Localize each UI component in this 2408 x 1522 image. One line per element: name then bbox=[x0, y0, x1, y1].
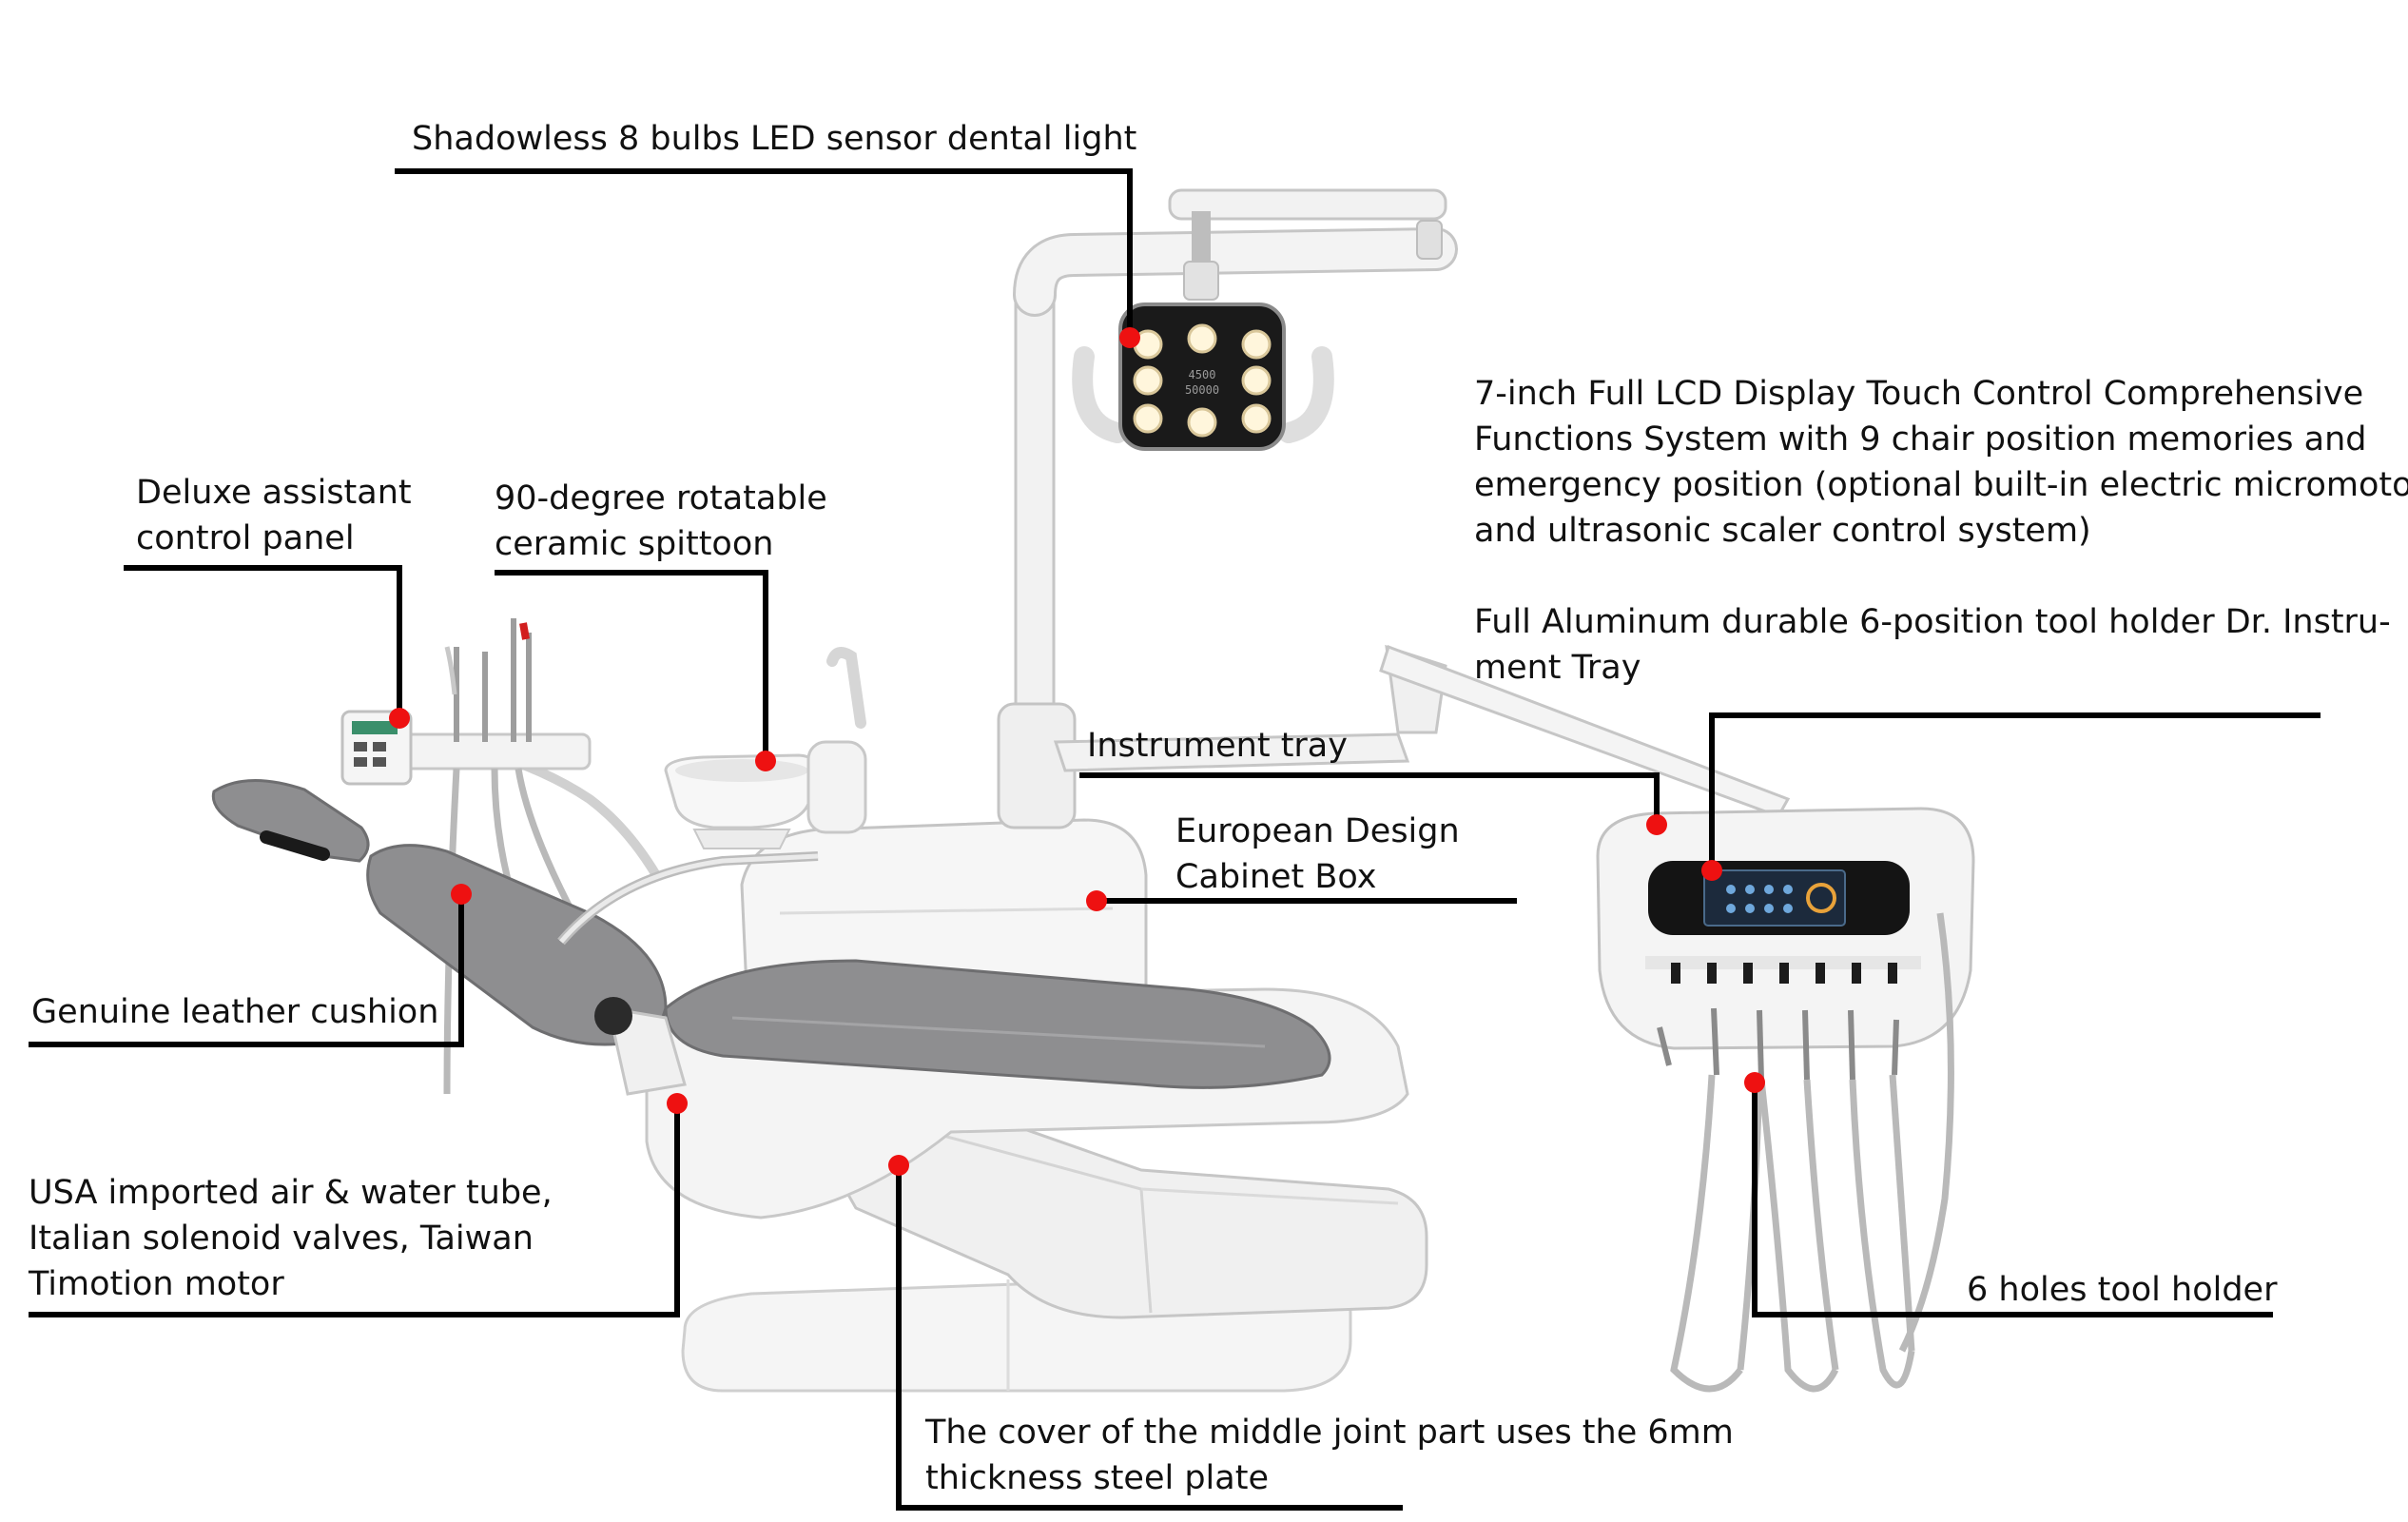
label-steel-line: thickness steel plate bbox=[925, 1459, 1269, 1497]
led-bulbs bbox=[1133, 323, 1272, 438]
lamp-display-line2: 50000 bbox=[1185, 383, 1219, 397]
light-pole bbox=[997, 283, 1077, 829]
label-spittoon: 90-degree rotatable ceramic spittoon bbox=[495, 476, 827, 567]
dot-tubes bbox=[667, 1093, 688, 1114]
armrest bbox=[557, 851, 819, 1096]
label-spittoon-line: 90-degree rotatable bbox=[495, 479, 827, 517]
leader-lcd bbox=[1709, 712, 2321, 870]
label-aluminum-line: Full Aluminum durable 6-position tool ho… bbox=[1474, 603, 2391, 641]
dental-light-icon: 4500 50000 bbox=[1072, 302, 1334, 451]
label-cushion: Genuine leather cushion bbox=[31, 989, 438, 1035]
label-lcd-line: 7-inch Full LCD Display Touch Control Co… bbox=[1474, 375, 2364, 413]
label-lcd-line: Functions System with 9 chair position m… bbox=[1474, 420, 2367, 459]
lamp-display-line1: 4500 bbox=[1189, 368, 1216, 381]
assistant-panel-icon bbox=[340, 710, 413, 786]
label-steel-line: The cover of the middle joint part uses … bbox=[925, 1414, 1734, 1452]
lift-mechanism bbox=[815, 1102, 1428, 1319]
dot-assistant bbox=[389, 708, 410, 729]
label-cushion-line: Genuine leather cushion bbox=[31, 993, 439, 1031]
label-assistant-line: control panel bbox=[136, 519, 355, 557]
label-aluminum-line: ment Tray bbox=[1474, 649, 1641, 687]
dot-steel bbox=[888, 1155, 909, 1176]
label-holes-line: 6 holes tool holder bbox=[1967, 1271, 2278, 1309]
label-assistant-line: Deluxe assistant bbox=[136, 474, 412, 512]
label-tray-line: Instrument tray bbox=[1087, 727, 1348, 765]
dot-holes bbox=[1744, 1072, 1765, 1093]
dot-cabinet bbox=[1086, 890, 1107, 911]
label-cabinet: European Design Cabinet Box bbox=[1175, 809, 1460, 900]
label-spittoon-line: ceramic spittoon bbox=[495, 525, 774, 563]
leader-light bbox=[395, 168, 1133, 338]
spittoon-icon bbox=[664, 647, 867, 849]
dental-chair-illustration: 4500 50000 bbox=[211, 188, 1975, 1393]
label-light-line: Shadowless 8 bulbs LED sensor dental lig… bbox=[412, 120, 1137, 158]
dot-cushion bbox=[451, 884, 472, 905]
leader-steel bbox=[896, 1165, 1403, 1511]
leader-tubes bbox=[29, 1103, 680, 1317]
label-steel: The cover of the middle joint part uses … bbox=[925, 1410, 1734, 1501]
label-tubes: USA imported air & water tube, Italian s… bbox=[29, 1170, 553, 1307]
label-lcd-line: and ultrasonic scaler control system) bbox=[1474, 512, 2091, 550]
label-lcd-line: emergency position (optional built-in el… bbox=[1474, 466, 2408, 504]
label-lcd: 7-inch Full LCD Display Touch Control Co… bbox=[1474, 371, 2408, 554]
dot-light bbox=[1119, 327, 1140, 348]
label-assistant: Deluxe assistant control panel bbox=[136, 470, 412, 561]
dot-lcd bbox=[1701, 860, 1722, 881]
label-holes: 6 holes tool holder bbox=[1967, 1267, 2277, 1313]
dot-spittoon bbox=[755, 751, 776, 771]
leader-assistant bbox=[124, 565, 402, 718]
label-light: Shadowless 8 bulbs LED sensor dental lig… bbox=[412, 116, 1136, 162]
label-aluminum: Full Aluminum durable 6-position tool ho… bbox=[1474, 599, 2391, 691]
label-tubes-line: Italian solenoid valves, Taiwan bbox=[29, 1220, 534, 1258]
tray-hoses bbox=[1670, 1074, 1915, 1393]
dot-tray bbox=[1646, 814, 1667, 835]
doctor-tray-arm bbox=[1053, 644, 1791, 818]
label-cabinet-line: Cabinet Box bbox=[1175, 858, 1377, 896]
leader-holes bbox=[1752, 1083, 2273, 1317]
label-tubes-line: Timotion motor bbox=[29, 1265, 284, 1303]
leather-cushion bbox=[211, 778, 1331, 1089]
light-arm bbox=[1013, 188, 1458, 317]
leader-tray bbox=[1079, 772, 1660, 825]
callout-dots bbox=[389, 327, 1765, 1176]
leader-spittoon bbox=[495, 570, 768, 761]
leader-lines bbox=[29, 168, 2321, 1511]
label-tray: Instrument tray bbox=[1087, 723, 1348, 769]
label-cabinet-line: European Design bbox=[1175, 812, 1460, 850]
label-tubes-line: USA imported air & water tube, bbox=[29, 1174, 553, 1212]
doctor-tray-icon bbox=[1596, 807, 1975, 1353]
leader-cushion bbox=[29, 894, 464, 1047]
